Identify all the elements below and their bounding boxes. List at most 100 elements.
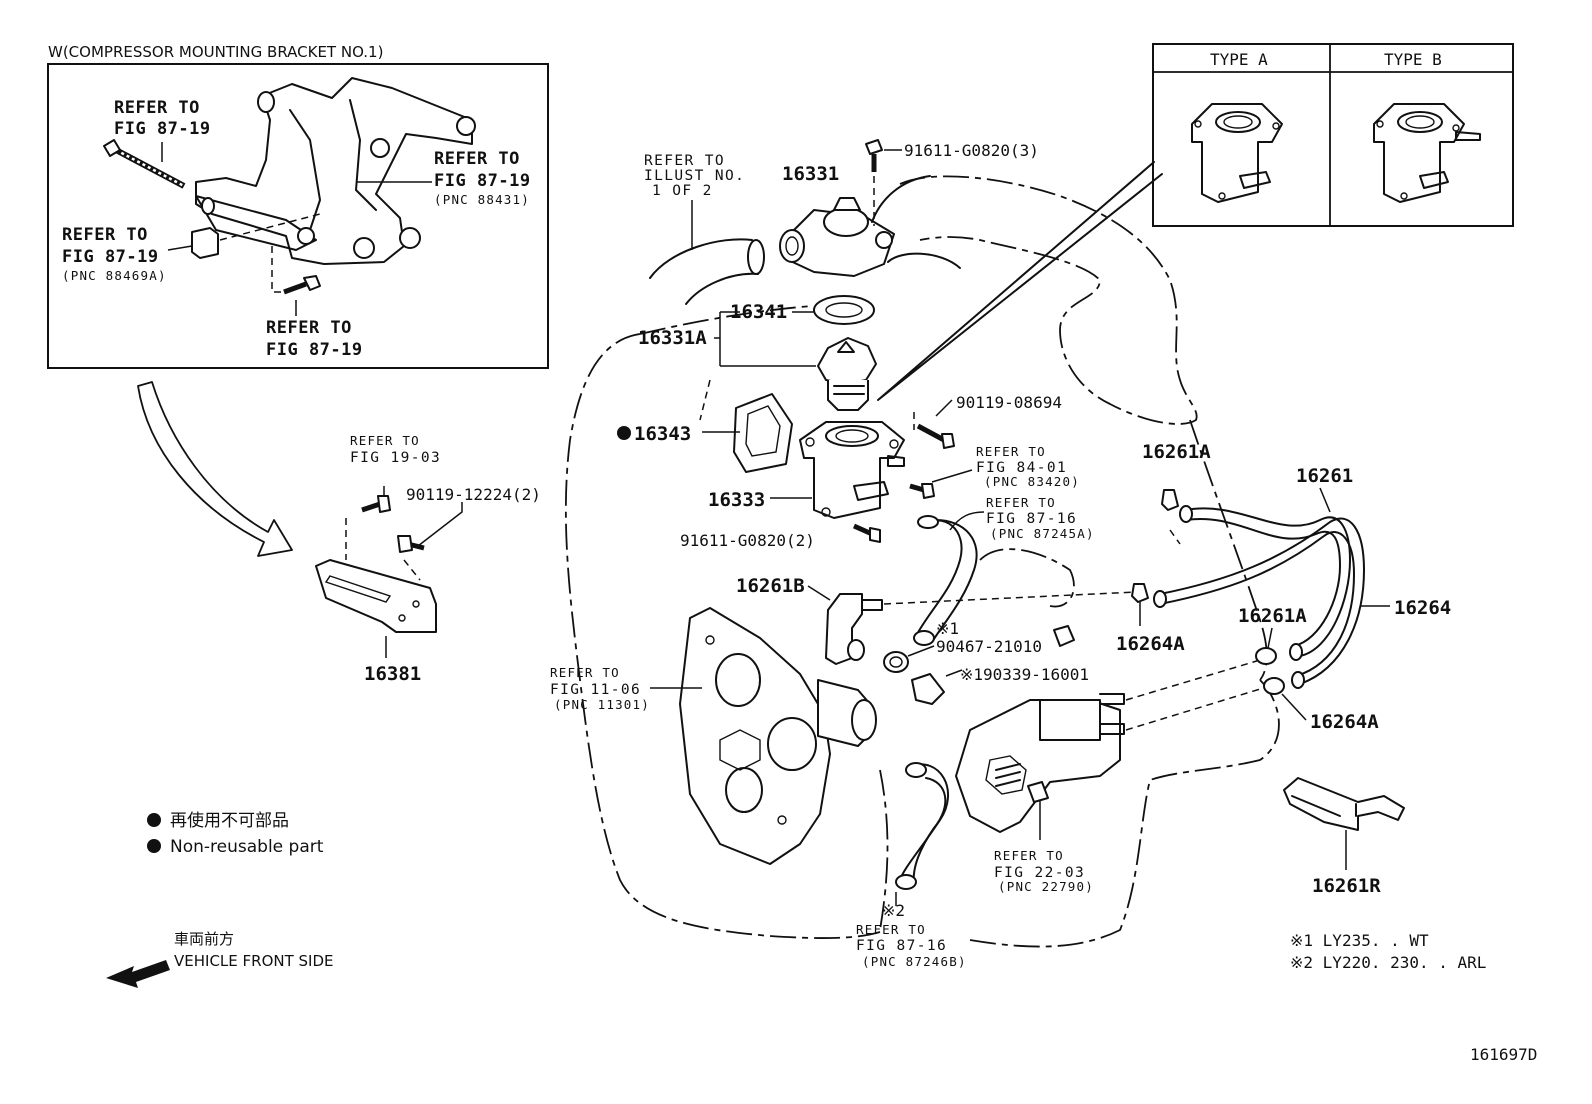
label-16264A-low: 16264A	[1310, 711, 1379, 733]
type-a-housing-drawing	[1191, 103, 1283, 203]
ref-fig1106-line2: FIG 11-06	[550, 682, 641, 698]
ref-bottom-line1: REFER TO	[266, 318, 352, 338]
clamp-16261A-top-drawing	[1161, 489, 1179, 511]
label-91611-top: 91611-G0820(3)	[904, 141, 1039, 160]
ref-fig2203-line3: (PNC 22790)	[998, 879, 1094, 894]
thermostat-drawing	[817, 337, 877, 411]
label-16333: 16333	[708, 489, 765, 511]
engine-block-outline	[564, 175, 1280, 948]
label-16264A-mid: 16264A	[1116, 633, 1185, 655]
ref-top-line3: (PNC 88431)	[434, 192, 530, 207]
housing-16333-drawing	[799, 421, 905, 519]
label-90119-12224: 90119-12224(2)	[406, 485, 541, 504]
ref-fig8716b-line2: FIG 87-16	[856, 938, 947, 954]
label-90119-08694: 90119-08694	[956, 393, 1062, 412]
note-1: ※1 LY235. . WT	[1290, 931, 1429, 950]
ref-fig8716b-line1: REFER TO	[856, 922, 926, 937]
ref-fig2203-line2: FIG 22-03	[994, 865, 1085, 881]
bracket-16381-drawing	[315, 559, 437, 633]
label-16261: 16261	[1296, 465, 1353, 487]
label-90467-mark: ※1	[936, 619, 959, 638]
type-box-frame	[1152, 43, 1514, 227]
ref-fig8401-line1: REFER TO	[976, 444, 1046, 459]
hose-87245A-drawing	[913, 515, 978, 646]
water-pump-drawing	[679, 607, 877, 865]
hose-87246B-drawing	[895, 762, 950, 890]
ref-left-line3: (PNC 88469A)	[62, 268, 167, 283]
label-16341: 16341	[730, 301, 787, 323]
vehicle-front-arrow-icon	[106, 960, 170, 988]
ref-illust-line3: 1 OF 2	[652, 183, 713, 199]
clamp-90467-drawing	[883, 625, 1075, 673]
ref-fig1106-line1: REFER TO	[550, 665, 620, 680]
ref-fig8716b-line3: (PNC 87246B)	[862, 954, 967, 969]
ref-fig1106-line3: (PNC 11301)	[554, 697, 650, 712]
upper-hose-drawing	[649, 238, 765, 305]
long-bolt-drawing	[103, 139, 186, 189]
water-outlet-16331-drawing	[779, 197, 895, 277]
figure-id: 161697D	[1470, 1045, 1537, 1064]
bolt-91611-mid-drawing	[852, 523, 881, 543]
ref-top-line1: REFER TO	[434, 149, 520, 169]
ref-fig8716a-line1: REFER TO	[986, 495, 1056, 510]
ref-fig8401-line3: (PNC 83420)	[984, 474, 1080, 489]
label-16331: 16331	[782, 163, 839, 185]
label-16264: 16264	[1394, 597, 1451, 619]
ref-bottom-line2: FIG 87-19	[266, 340, 363, 360]
bullet-icon	[147, 839, 161, 853]
label-16381: 16381	[364, 663, 421, 685]
type-variants-box: TYPE A TYPE B	[1152, 43, 1514, 227]
type-b-housing-drawing	[1373, 103, 1481, 203]
note-2: ※2 LY220. 230. . ARL	[1290, 953, 1486, 972]
label-16343: 16343	[634, 423, 691, 445]
type-b-label: TYPE B	[1384, 50, 1442, 69]
label-16261A-top: 16261A	[1142, 441, 1211, 463]
ref-top-line2: FIG 87-19	[434, 171, 531, 191]
label-16331A: 16331A	[638, 327, 707, 349]
legend-non-reusable-en: Non-reusable part	[170, 837, 324, 857]
clamp-16264A-low-drawing	[1263, 677, 1285, 695]
label-190339: ※190339-16001	[960, 665, 1089, 684]
ref-fig1903-line1: REFER TO	[350, 433, 420, 448]
non-reusable-bullet-icon	[617, 426, 631, 440]
legend-non-reusable-jp: 再使用不可部品	[170, 810, 289, 831]
ref-illust-line1: REFER TO	[644, 153, 725, 169]
clip-drawing	[191, 227, 219, 259]
ref-left-line2: FIG 87-19	[62, 247, 159, 267]
compressor-bracket-inset: W(COMPRESSOR MOUNTING BRACKET NO.1)	[47, 43, 549, 369]
label-16261B: 16261B	[736, 575, 805, 597]
ref-fig2203-line1: REFER TO	[994, 848, 1064, 863]
gasket-16341-drawing	[813, 295, 875, 325]
label-91611-mid: 91611-G0820(2)	[680, 531, 815, 550]
label-90467: 90467-21010	[936, 637, 1042, 656]
clamp-16261A-low-drawing	[1255, 647, 1277, 665]
bracket-16261R-drawing	[1283, 777, 1405, 831]
plug-190339-drawing	[911, 673, 945, 705]
small-bolt-drawing	[283, 275, 321, 295]
bullet-icon	[147, 813, 161, 827]
direction-en: VEHICLE FRONT SIDE	[174, 952, 334, 970]
bolt-90119-08694-drawing	[916, 423, 955, 449]
hose-16261-drawing	[1179, 505, 1351, 661]
inset-pointer-arrow	[137, 381, 293, 557]
ref-fig8401-line2: FIG 84-01	[976, 460, 1067, 476]
bolt-fig84-drawing	[909, 483, 935, 499]
ref-illust-line2: ILLUST NO.	[644, 168, 745, 184]
direction-jp: 車両前方	[174, 930, 234, 948]
ref-fig8716b-mark: ※2	[882, 901, 905, 920]
ref-bolt-line1: REFER TO	[114, 98, 200, 118]
ref-fig1903-line2: FIG 19-03	[350, 450, 441, 466]
union-16261B-drawing	[825, 593, 883, 665]
compressor-bracket-drawing	[195, 77, 476, 265]
ref-fig8716a-line3: (PNC 87245A)	[990, 526, 1095, 541]
label-16261R: 16261R	[1312, 875, 1381, 897]
ref-left-line1: REFER TO	[62, 225, 148, 245]
bolt-90119-12224-drawing	[361, 495, 425, 553]
clamp-16264A-mid-drawing	[1131, 583, 1149, 603]
hose-16264-drawing	[1153, 517, 1365, 689]
label-16261A-low: 16261A	[1238, 605, 1307, 627]
ref-fig8716a-line2: FIG 87-16	[986, 511, 1077, 527]
bolt-91611-top-drawing	[865, 139, 883, 172]
